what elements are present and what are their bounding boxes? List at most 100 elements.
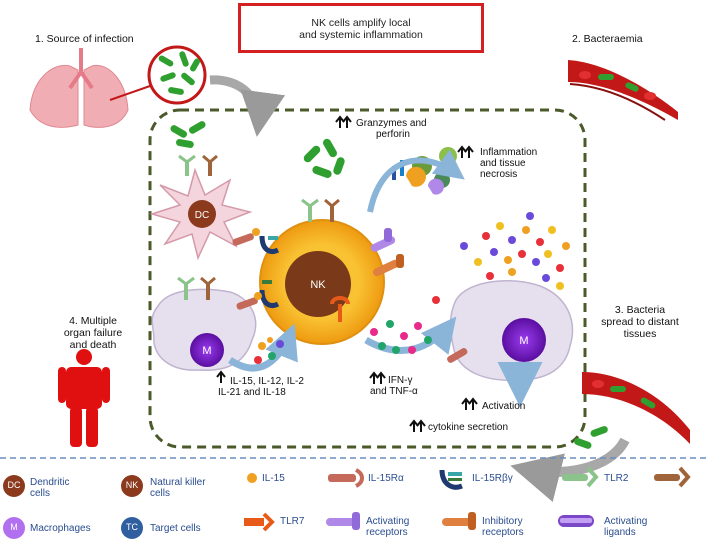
legend-nk-icon	[121, 475, 143, 497]
legend-activating-receptors-icon	[326, 512, 360, 530]
nk-label: NK	[310, 279, 326, 291]
uparrow-inflammation	[457, 145, 474, 158]
uparrow-il	[216, 370, 226, 383]
legend-il15-icon	[247, 473, 257, 483]
legend-inhibitory-receptors-icon	[442, 512, 476, 530]
uparrow-granzymes	[335, 115, 352, 128]
bacteria-cluster-zoom	[158, 51, 200, 95]
legend-act-lig-label: Activating ligands	[604, 516, 647, 538]
stage-bacteraemia-label: 2. Bacteraemia	[572, 33, 643, 45]
annotation-il: IL-15, IL-12, IL-2 IL-21 and IL-18	[218, 376, 304, 398]
arrow-granzymes	[367, 149, 465, 213]
macrophage-left-receptors	[177, 276, 216, 300]
annotation-il-line-2: IL-21 and IL-18	[218, 387, 286, 398]
dc-label: DC	[195, 210, 209, 221]
annotation-inflammation-line-3: necrosis	[480, 169, 518, 180]
macrophage-right	[449, 280, 574, 381]
legend-dc-icon	[3, 475, 25, 497]
annotation-inflammation-line-2: and tissue	[480, 158, 526, 169]
legend-il15rbg-label: IL-15Rβγ	[472, 473, 513, 484]
legend-tlr2-label: TLR2	[604, 473, 629, 484]
blood-vessel-top	[568, 60, 678, 121]
legend-m-icon	[3, 517, 25, 539]
legend-inh-rec-label: Inhibitory receptors	[482, 516, 524, 538]
uparrow-activation	[461, 397, 478, 410]
legend-dc-line-1: Dendritic	[30, 477, 70, 488]
dc-il15ra	[232, 228, 260, 246]
legend-il15rbg-icon	[439, 469, 463, 490]
legend-dc-line-2: cells	[30, 488, 51, 499]
nk-il15rbg-top	[259, 235, 280, 254]
dc-receptor-tlr2	[178, 154, 196, 176]
legend-act-rec-label: Activating receptors	[366, 516, 409, 538]
legend-activating-ligands-icon	[558, 515, 594, 527]
stage-failure-line-2: organ failure	[63, 327, 123, 339]
legend-il15ra-label: IL-15Rα	[368, 473, 404, 484]
legend-m-abbr: M	[10, 522, 18, 532]
legend-act-rec-line-1: Activating	[366, 516, 410, 527]
stage-spread-line-2: spread to distant	[601, 316, 679, 328]
stage-spread-line-3: tissues	[623, 328, 657, 340]
title-line-1: NK cells amplify local	[311, 17, 411, 29]
legend-nk-line-2: cells	[150, 488, 171, 499]
stage-spread-label: 3. Bacteria spread to distant tissues	[585, 304, 695, 340]
legend-il15ra-icon	[328, 468, 364, 488]
legend-tc-icon	[121, 517, 143, 539]
nk-tlr7	[330, 296, 350, 322]
cytokines-left	[254, 337, 284, 364]
nk-receptor-brown	[324, 198, 340, 222]
annotation-inflammation: Inflammation and tissue necrosis	[480, 147, 537, 180]
title-line-2: and systemic inflammation	[299, 29, 423, 41]
legend-nk-label: Natural killer cells	[150, 477, 206, 499]
annotation-granzymes: Granzymes and perforin	[356, 118, 427, 140]
legend-dc-abbr: DC	[7, 480, 21, 490]
bacteria-cluster-nk	[303, 138, 345, 179]
annotation-granzymes-line-1: Granzymes and	[356, 118, 427, 129]
legend-nk-abbr: NK	[125, 480, 139, 490]
m2-label: M	[519, 335, 528, 347]
uparrow-ifn	[369, 371, 386, 384]
legend-m-label: Macrophages	[30, 523, 91, 534]
annotation-ifn: IFN-γ and TNF-α	[370, 375, 418, 397]
dc-receptor-brown	[202, 154, 218, 176]
legend-brown-receptor-icon	[654, 466, 691, 488]
arrow-lung-to-site	[209, 75, 286, 137]
cytokines-right	[370, 296, 440, 354]
uparrow-cytokine	[409, 419, 426, 432]
legend-inh-rec-line-1: Inhibitory	[482, 516, 523, 527]
annotation-activation: Activation	[482, 401, 526, 412]
nk-cell	[259, 219, 385, 345]
annotation-granzymes-line-2: perforin	[376, 129, 410, 140]
legend-tlr7-label: TLR7	[280, 516, 305, 527]
annotation-ifn-line-2: and TNF-α	[370, 386, 418, 397]
legend-il15-label: IL-15	[262, 473, 285, 484]
legend-tlr7-icon	[244, 512, 275, 532]
annotation-inflammation-line-1: Inflammation	[480, 147, 538, 158]
nk-inhibitory-receptor	[372, 254, 404, 277]
annotation-il-line-1: IL-15, IL-12, IL-2	[230, 376, 304, 387]
legend-tlr2-icon	[562, 466, 599, 488]
legend-act-lig-line-1: Activating	[604, 516, 648, 527]
title-box: NK cells amplify local and systemic infl…	[238, 3, 484, 53]
legend-act-rec-line-2: receptors	[366, 527, 408, 538]
legend-tc-abbr: TC	[126, 522, 138, 532]
legend-nk-line-1: Natural killer	[150, 477, 206, 488]
stage-failure-line-1: 4. Multiple	[69, 315, 117, 327]
lungs-icon	[29, 48, 129, 128]
legend-tc-label: Target cells	[150, 523, 201, 534]
arrow-m-to-nk	[228, 323, 298, 372]
annotation-cytokine: cytokine secretion	[428, 422, 509, 433]
legend-inh-rec-line-2: receptors	[482, 527, 524, 538]
bacteria-cluster-site	[170, 121, 206, 148]
macrophage-left-il15ra	[236, 292, 262, 310]
stage-failure-label: 4. Multiple organ failure and death	[48, 315, 138, 351]
cytokines-burst	[460, 212, 570, 290]
stage-spread-line-1: 3. Bacteria	[614, 304, 666, 316]
m-label: M	[202, 345, 211, 357]
stage-failure-line-3: and death	[69, 339, 117, 351]
dashed-frame	[148, 108, 587, 449]
nk-receptor-tlr2	[301, 198, 319, 222]
legend-act-lig-line-2: ligands	[604, 527, 636, 538]
nk-il15rbg-bottom	[259, 280, 280, 308]
